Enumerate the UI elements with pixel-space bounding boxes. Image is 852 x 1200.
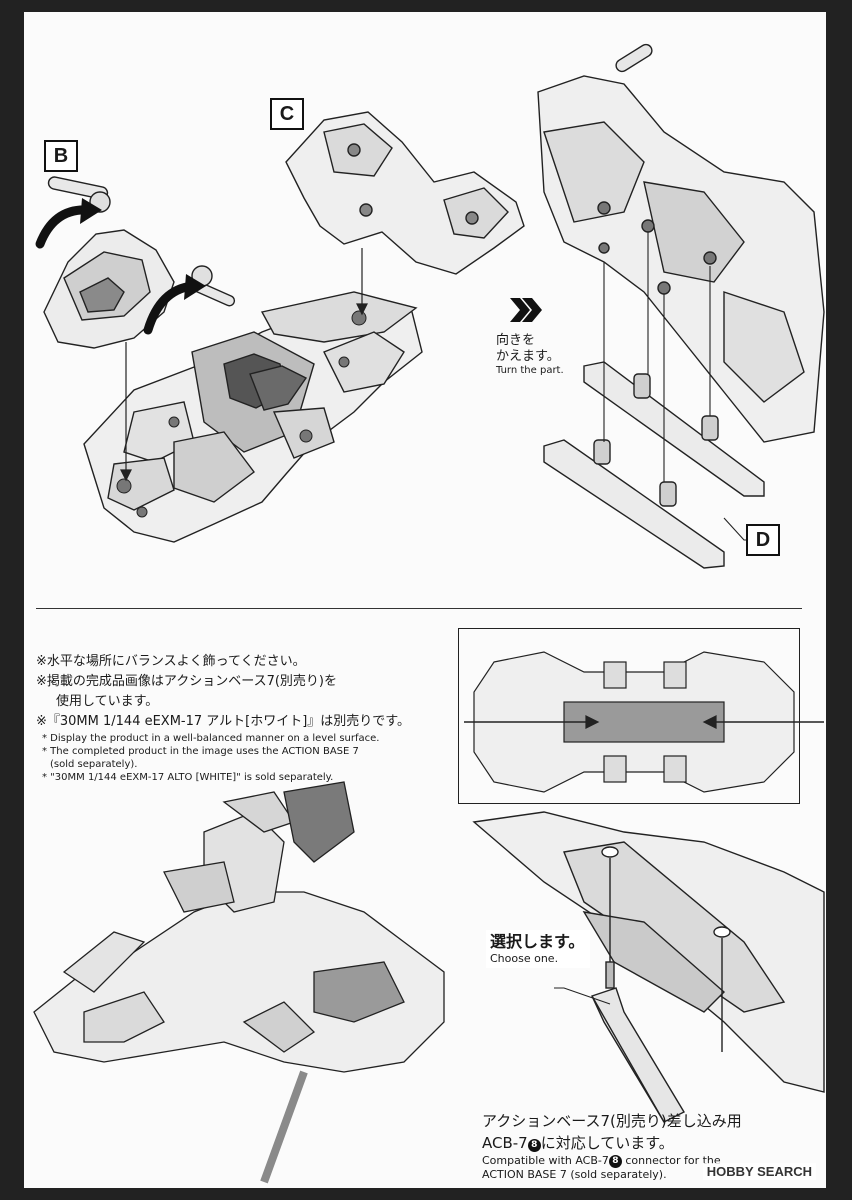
- acb-jp-suffix: に対応しています。: [540, 1134, 674, 1152]
- note-en-4: * "30MM 1/144 eEXM-17 ALTO [WHITE]" is s…: [42, 772, 334, 783]
- choose-jp: 選択します。: [490, 932, 585, 951]
- completed-model: [33, 781, 445, 1184]
- part-label-b: B: [44, 140, 78, 172]
- lower-base-detail: [472, 811, 825, 1093]
- turn-en: Turn the part.: [496, 365, 564, 376]
- flipped-base: [537, 43, 825, 443]
- turn-jp-line1: 向きを: [496, 333, 536, 348]
- turn-chevrons: [510, 298, 542, 322]
- acb-en-post: connector for the: [621, 1154, 721, 1167]
- note-jp-4: ※『30MM 1/144 eEXM-17 アルト[ホワイト]』は別売りです。: [36, 714, 411, 729]
- instruction-sheet: B C D 向きを かえます。 Turn the part. ※水平な場所にバラ…: [24, 12, 826, 1188]
- acb-jp-line1: アクションベース7(別売り)差し込み用: [482, 1112, 742, 1130]
- note-en-3: (sold separately).: [50, 759, 138, 770]
- base-main-part: [83, 291, 423, 543]
- choose-en: Choose one.: [490, 952, 559, 965]
- acb-jp-code: ACB-7: [482, 1134, 528, 1152]
- part-label-c: C: [270, 98, 304, 130]
- acb-en-pre: Compatible with ACB-7: [482, 1154, 609, 1167]
- assembly-guide-lines: [120, 248, 368, 482]
- acb-en-line2: ACTION BASE 7 (sold separately).: [482, 1168, 667, 1181]
- acb-jp-number-badge: 8: [527, 1139, 541, 1152]
- turn-jp-line2: かえます。: [496, 349, 560, 364]
- note-jp-3: 使用しています。: [56, 694, 159, 709]
- inset-top-view: [464, 651, 824, 793]
- part-d-guide-lines: [603, 232, 746, 541]
- rotate-arrow-head-2: [184, 274, 206, 300]
- note-en-1: * Display the product in a well-balanced…: [42, 733, 380, 744]
- part-b-bracket: [43, 176, 236, 349]
- part-label-d: D: [746, 524, 780, 556]
- part-d-rails: [543, 361, 765, 569]
- note-jp-1: ※水平な場所にバランスよく飾ってください。: [36, 654, 306, 669]
- notes-block: ※水平な場所にバランスよく飾ってください。 ※掲載の完成品画像はアクションベース…: [36, 652, 446, 784]
- inset-frame: [458, 628, 800, 804]
- acb-en-number-badge: 8: [608, 1155, 622, 1168]
- acb-connector: [554, 961, 685, 1123]
- rotate-arrow-head-1: [80, 198, 102, 224]
- part-c-plate: [285, 111, 525, 275]
- peg-holes: [116, 310, 367, 518]
- section-divider: [36, 608, 802, 609]
- watermark: HOBBY SEARCH: [702, 1163, 816, 1180]
- note-jp-2: ※掲載の完成品画像はアクションベース7(別売り)を: [36, 674, 338, 689]
- assembly-illustration: [33, 43, 825, 1184]
- choose-callout: 選択します。 Choose one.: [486, 930, 591, 968]
- note-en-2: * The completed product in the image use…: [42, 746, 359, 757]
